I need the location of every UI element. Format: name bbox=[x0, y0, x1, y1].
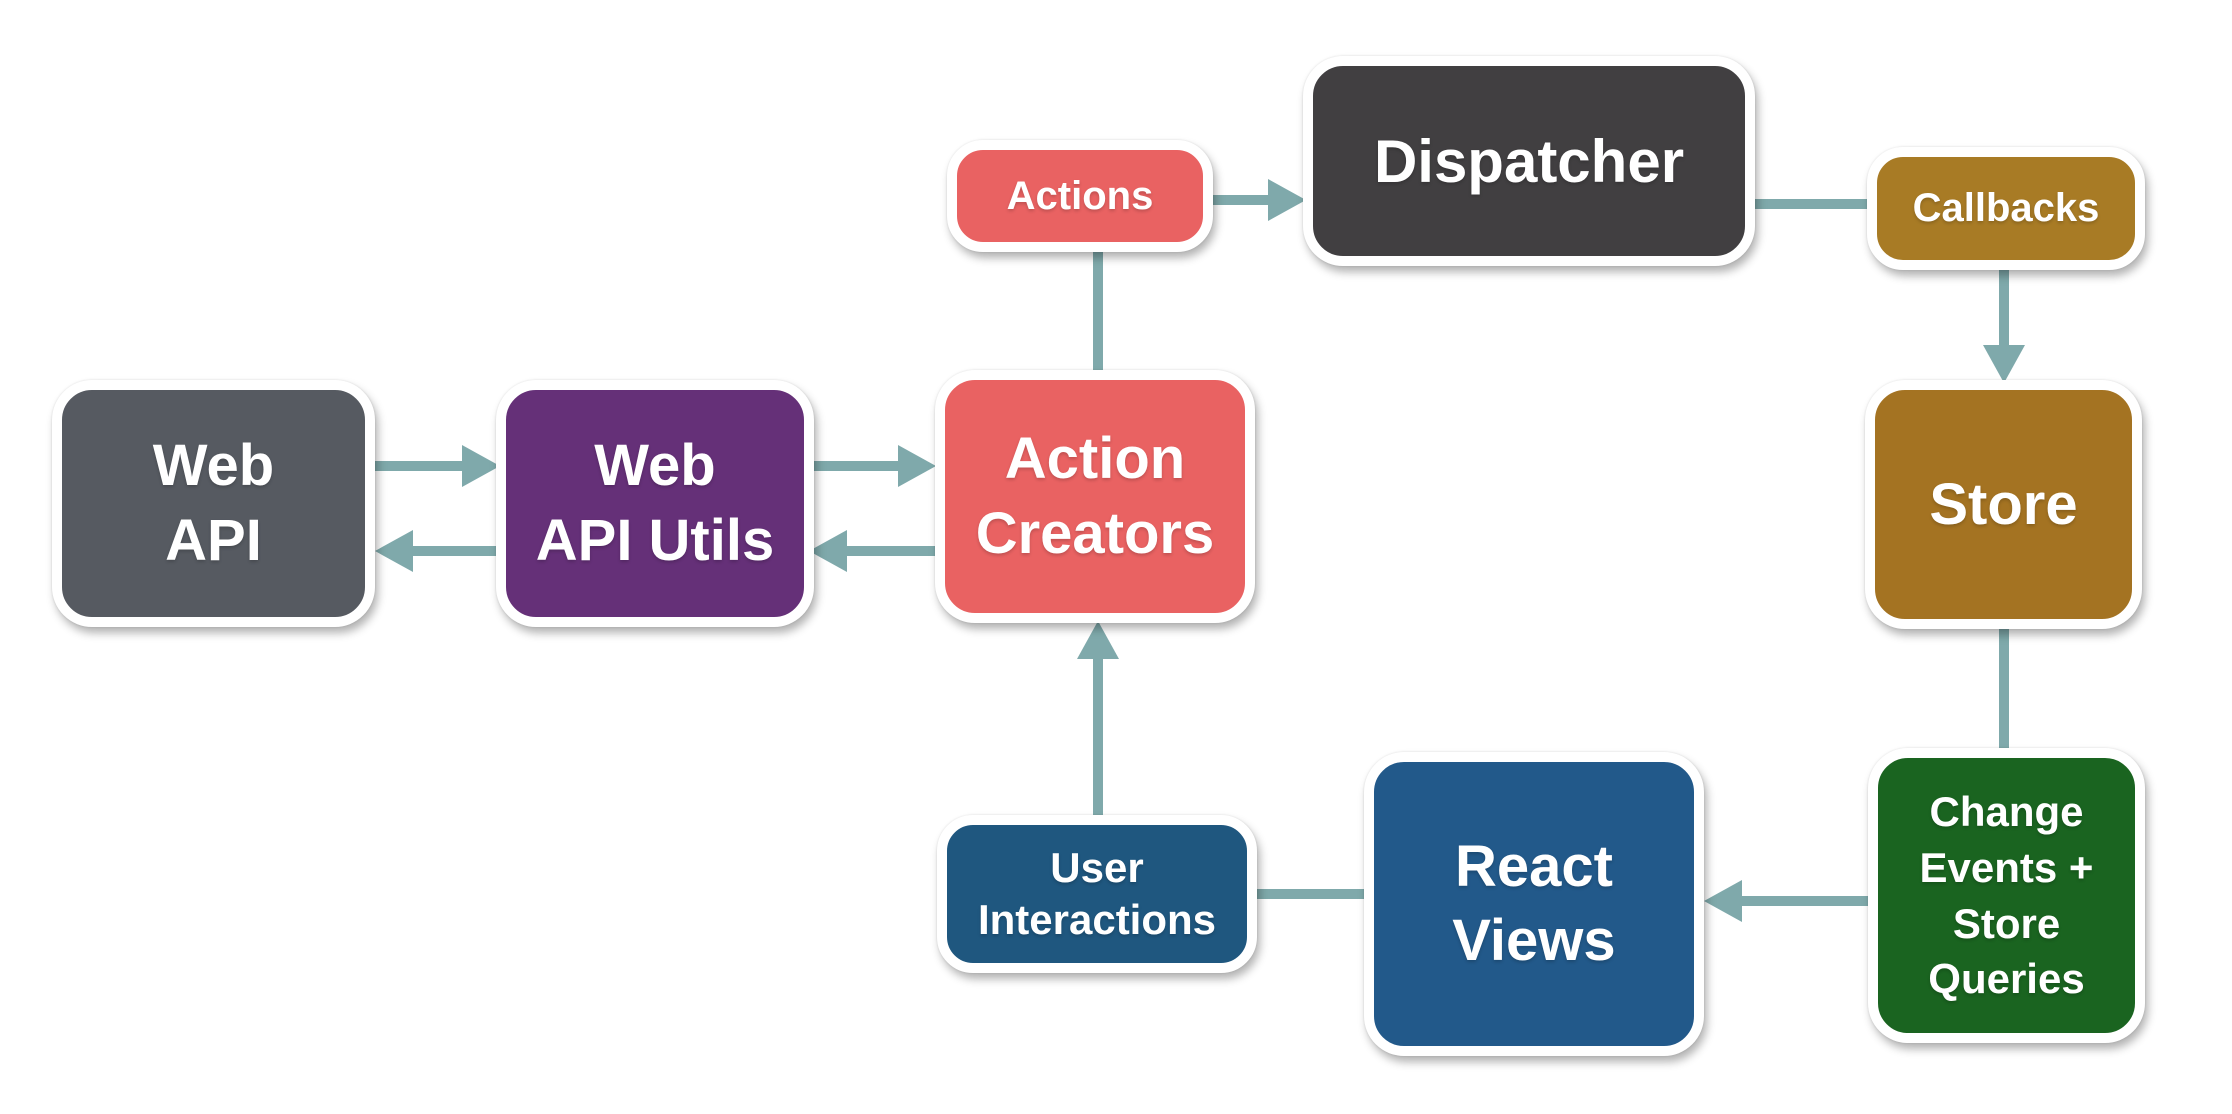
node-user-interactions-label: User Interactions bbox=[977, 843, 1217, 944]
edge-web-api-to-web-api-utils bbox=[372, 445, 500, 487]
node-callbacks-label: Callbacks bbox=[1912, 186, 2100, 230]
edge-actions-to-dispatcher bbox=[1210, 179, 1306, 221]
node-web-api: Web API bbox=[52, 380, 375, 627]
edge-web-api-utils-to-web-api bbox=[375, 530, 508, 572]
node-store-label: Store bbox=[1929, 472, 2078, 537]
node-web-api-label: Web API bbox=[152, 433, 275, 573]
node-action-creators: Action Creators bbox=[935, 370, 1255, 623]
node-change-events-store-queries: Change Events + Store Queries bbox=[1868, 748, 2145, 1043]
node-user-interactions: User Interactions bbox=[937, 815, 1257, 973]
node-callbacks: Callbacks bbox=[1867, 147, 2145, 270]
node-web-api-utils-label: Web API Utils bbox=[535, 433, 775, 573]
edge-change-events-to-react-views bbox=[1704, 880, 1872, 922]
node-actions: Actions bbox=[947, 140, 1213, 252]
edge-web-api-utils-to-action-creators bbox=[807, 445, 936, 487]
edge-action-creators-to-web-api-utils bbox=[809, 530, 944, 572]
node-dispatcher: Dispatcher bbox=[1303, 56, 1755, 266]
edge-callbacks-to-store bbox=[1983, 268, 2025, 383]
node-change-events-store-queries-label: Change Events + Store Queries bbox=[1919, 787, 2094, 1003]
node-store: Store bbox=[1865, 380, 2142, 629]
node-dispatcher-label: Dispatcher bbox=[1373, 127, 1685, 195]
node-actions-label: Actions bbox=[1006, 173, 1154, 218]
node-react-views: React Views bbox=[1364, 752, 1704, 1056]
node-react-views-label: React Views bbox=[1452, 833, 1616, 973]
edge-user-interactions-to-action-creators bbox=[1077, 621, 1119, 820]
node-web-api-utils: Web API Utils bbox=[496, 380, 814, 627]
node-action-creators-label: Action Creators bbox=[975, 426, 1215, 566]
